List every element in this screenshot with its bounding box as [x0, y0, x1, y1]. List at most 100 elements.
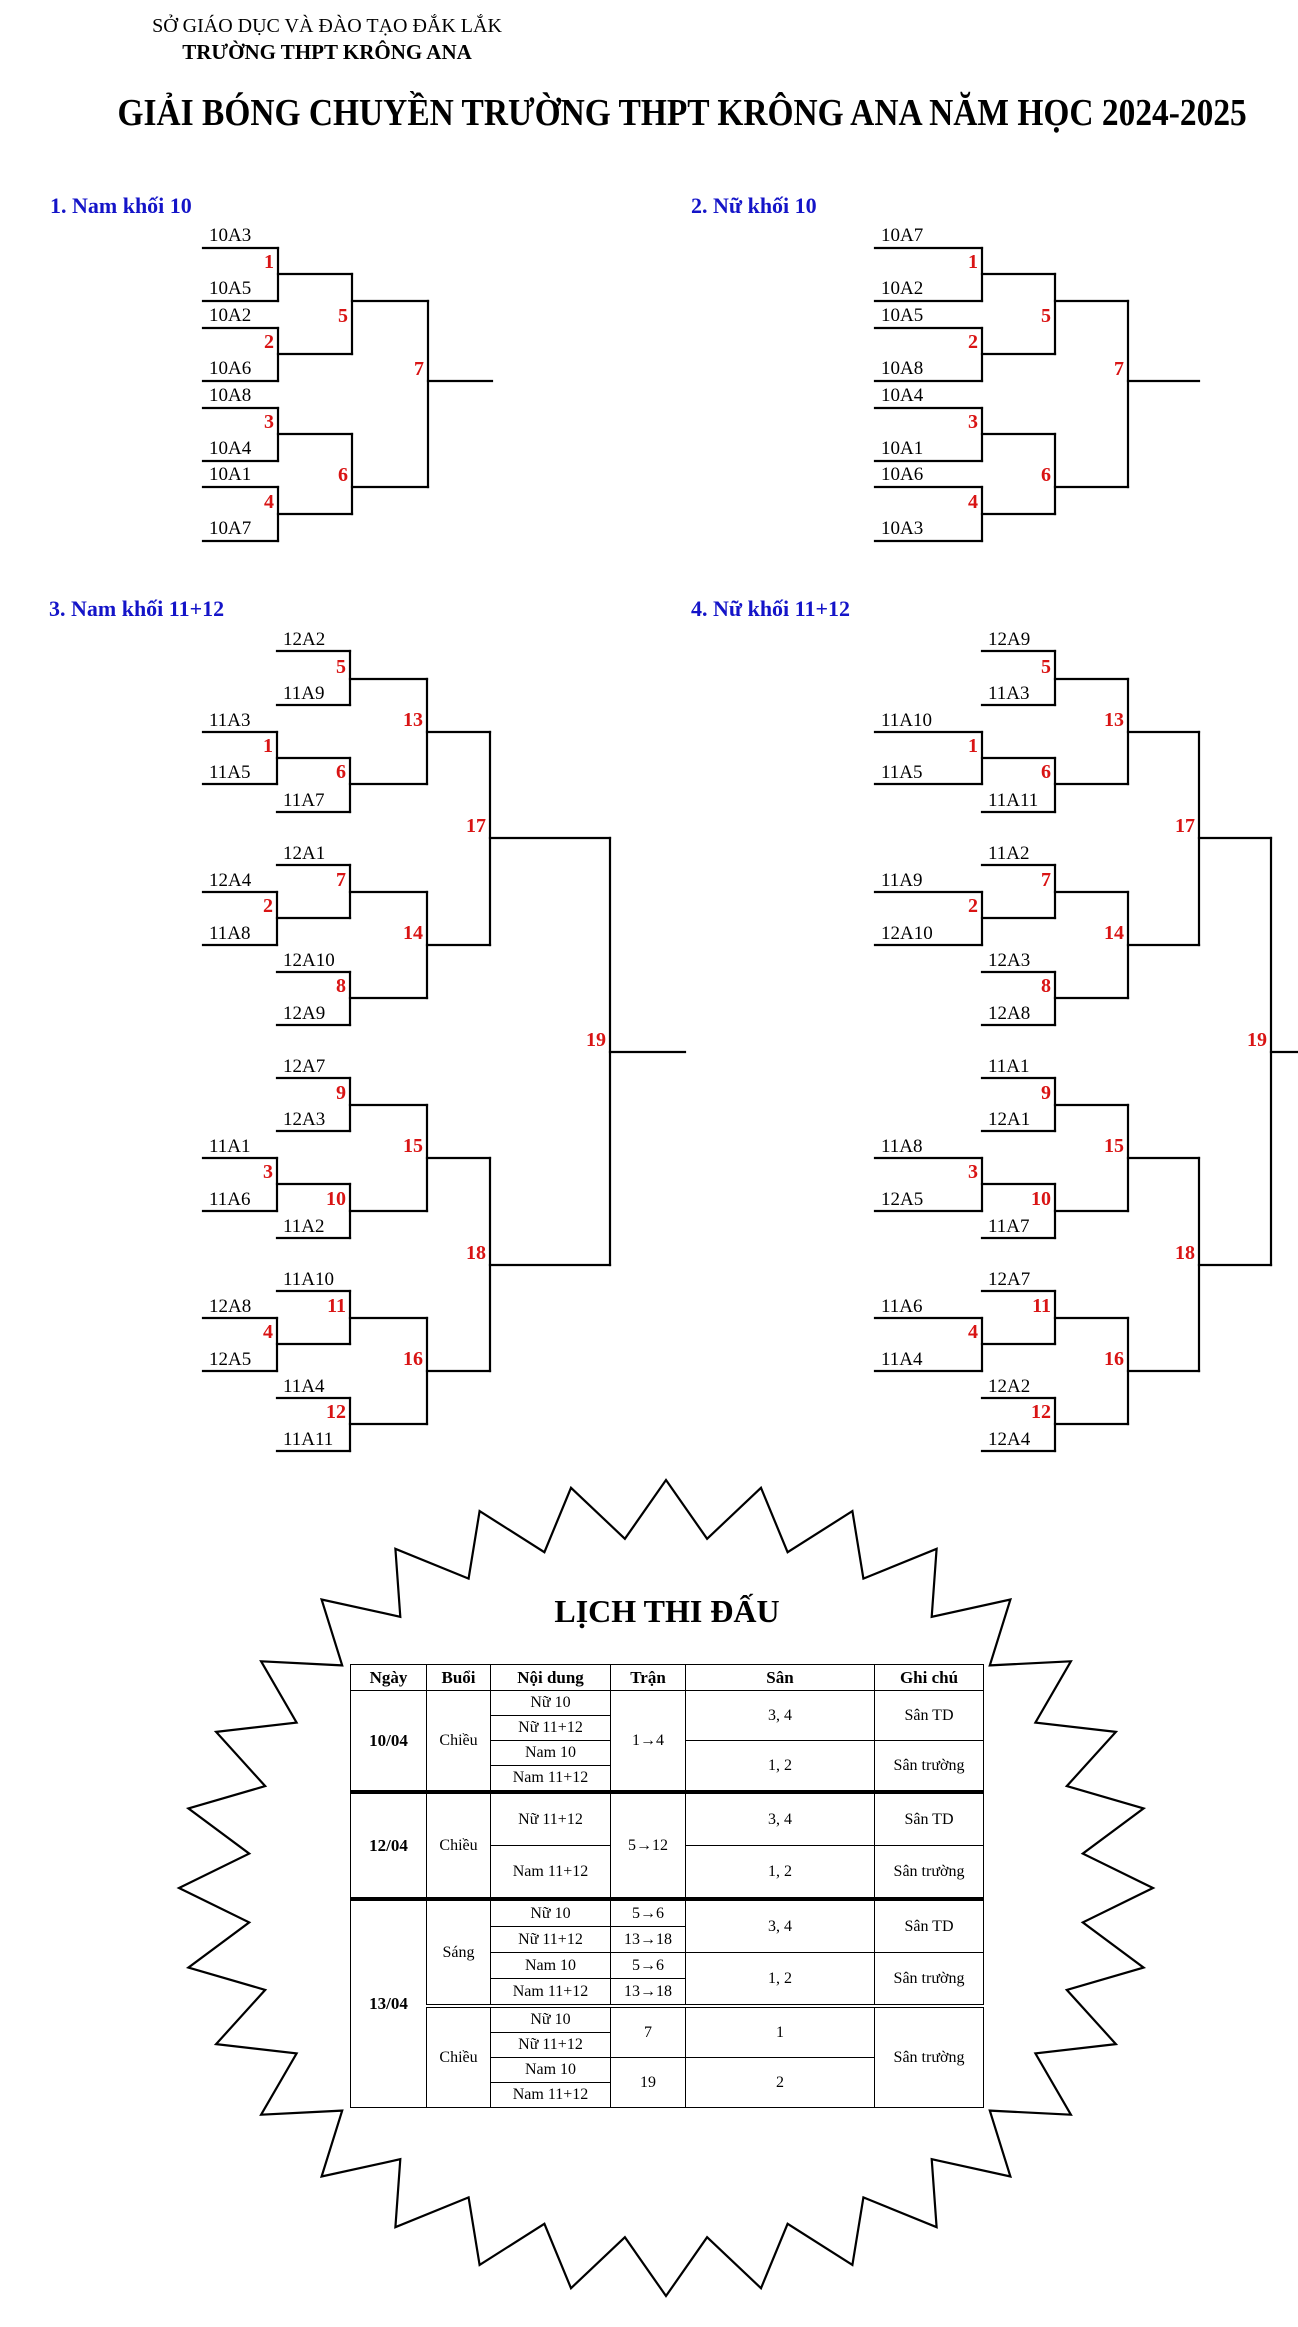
- schedule-session-cell: Sáng: [426, 1897, 491, 2007]
- team-label: 12A5: [881, 1189, 923, 1210]
- team-label: 11A1: [988, 1056, 1030, 1077]
- team-label: 10A1: [881, 438, 923, 459]
- schedule-court-cell: 3, 4: [685, 1690, 875, 1741]
- schedule-match-cell: 5→6: [610, 1952, 686, 1979]
- team-label: 12A8: [209, 1296, 251, 1317]
- header-match: Trận: [610, 1664, 686, 1691]
- team-label: 12A9: [988, 629, 1030, 650]
- schedule-session-cell: Chiều: [426, 2004, 491, 2108]
- bracket-title-boys-11-12: 3. Nam khối 11+12: [49, 596, 225, 621]
- match-number: 4: [968, 491, 978, 513]
- schedule-event-cell: Nữ 11+12: [490, 1790, 611, 1846]
- bracket-boys-11-12: 12A211A911A311A511A712A112A411A812A1012A…: [201, 629, 687, 1453]
- team-label: 12A2: [988, 1376, 1030, 1397]
- schedule-event-cell: Nam 10: [490, 2057, 611, 2083]
- match-number: 12: [1031, 1401, 1051, 1423]
- match-number: 10: [1031, 1188, 1051, 1210]
- team-label: 11A8: [881, 1136, 923, 1157]
- schedule-court-cell: 1, 2: [685, 1740, 875, 1793]
- team-label: 11A10: [881, 710, 932, 731]
- schedule-match-cell: 19: [610, 2057, 686, 2108]
- team-label: 12A3: [283, 1109, 325, 1130]
- match-number: 2: [263, 895, 273, 917]
- team-label: 12A10: [881, 923, 933, 944]
- match-number: 7: [414, 358, 424, 380]
- team-label: 12A4: [988, 1429, 1031, 1450]
- match-number: 5: [1041, 305, 1051, 327]
- team-label: 11A10: [283, 1269, 334, 1290]
- match-number: 2: [264, 331, 274, 353]
- team-label: 12A10: [283, 950, 335, 971]
- schedule-event-cell: Nữ 10: [490, 1690, 611, 1716]
- match-number: 10: [326, 1188, 346, 1210]
- team-label: 10A4: [209, 438, 252, 459]
- match-number: 3: [968, 411, 978, 433]
- team-label: 12A4: [209, 870, 252, 891]
- bracket-title-girls-10: 2. Nữ khối 10: [691, 193, 817, 218]
- schedule-row: 10/04 Chiều Nữ 10 1→4 3, 4 Sân TD: [350, 1690, 984, 1793]
- team-label: 10A2: [209, 305, 251, 326]
- team-label: 12A1: [988, 1109, 1030, 1130]
- team-label: 11A3: [209, 710, 251, 731]
- schedule-note-cell: Sân trường: [874, 1740, 984, 1793]
- match-number: 7: [1041, 869, 1051, 891]
- schedule-court-cell: 3, 4: [685, 1790, 875, 1846]
- team-label: 11A7: [283, 790, 325, 811]
- schedule-event-cell: Nam 11+12: [490, 1765, 611, 1793]
- team-label: 11A7: [988, 1216, 1030, 1237]
- match-number: 2: [968, 331, 978, 353]
- match-number: 14: [1104, 922, 1124, 944]
- match-number: 3: [264, 411, 274, 433]
- team-label: 10A7: [209, 518, 251, 539]
- match-number: 18: [466, 1242, 486, 1264]
- team-label: 11A9: [881, 870, 923, 891]
- match-number: 15: [403, 1135, 423, 1157]
- schedule-event-cell: Nam 10: [490, 1740, 611, 1766]
- schedule-row: Nam 11+12: [351, 2082, 984, 2108]
- schedule-event-cell: Nam 11+12: [490, 2082, 611, 2108]
- match-number: 13: [1104, 709, 1124, 731]
- schedule-note-cell: Sân TD: [874, 1897, 984, 1953]
- team-label: 12A9: [283, 1003, 325, 1024]
- match-number: 6: [1041, 761, 1051, 783]
- team-label: 10A3: [209, 225, 251, 246]
- match-number: 11: [1032, 1295, 1051, 1317]
- match-number: 19: [1247, 1029, 1267, 1051]
- schedule-row: Nữ 11+12: [351, 1715, 984, 1741]
- schedule-row: Nam 10 1, 2 Sân trường: [351, 1740, 984, 1793]
- team-label: 11A9: [283, 683, 325, 704]
- match-number: 7: [1114, 358, 1124, 380]
- match-number: 9: [336, 1082, 346, 1104]
- match-number: 9: [1041, 1082, 1051, 1104]
- schedule-table: Ngày Buổi Nội dung Trận Sân Ghi chú 10/0…: [350, 1664, 984, 2108]
- bracket-girls-11-12: 12A911A311A1011A511A1111A211A912A1012A31…: [873, 629, 1298, 1453]
- match-number: 4: [263, 1321, 273, 1343]
- team-label: 11A2: [283, 1216, 325, 1237]
- bracket-title-girls-11-12: 4. Nữ khối 11+12: [691, 596, 850, 621]
- schedule-note-cell: Sân TD: [874, 1690, 984, 1741]
- match-number: 16: [1104, 1348, 1124, 1370]
- match-number: 12: [326, 1401, 346, 1423]
- match-number: 17: [466, 815, 486, 837]
- team-label: 11A1: [209, 1136, 251, 1157]
- match-number: 11: [327, 1295, 346, 1317]
- schedule-match-cell: 5→12: [610, 1790, 686, 1900]
- schedule-header-row: Ngày Buổi Nội dung Trận Sân Ghi chú: [350, 1664, 984, 1691]
- team-label: 11A5: [209, 762, 251, 783]
- match-number: 5: [338, 305, 348, 327]
- team-label: 12A7: [283, 1056, 325, 1077]
- schedule-row: Nam 10 5→6 1, 2 Sân trường: [351, 1952, 984, 2007]
- schedule-event-cell: Nam 10: [490, 1952, 611, 1979]
- schedule-event-cell: Nữ 11+12: [490, 1715, 611, 1741]
- match-number: 4: [264, 491, 274, 513]
- header-date: Ngày: [350, 1664, 427, 1691]
- match-number: 1: [968, 735, 978, 757]
- team-label: 11A6: [881, 1296, 923, 1317]
- team-label: 10A8: [881, 358, 923, 379]
- match-number: 4: [968, 1321, 978, 1343]
- schedule-title: LỊCH THI ĐẤU: [554, 1593, 780, 1629]
- team-label: 10A8: [209, 385, 251, 406]
- schedule-row: Nữ 11+12: [351, 2032, 984, 2058]
